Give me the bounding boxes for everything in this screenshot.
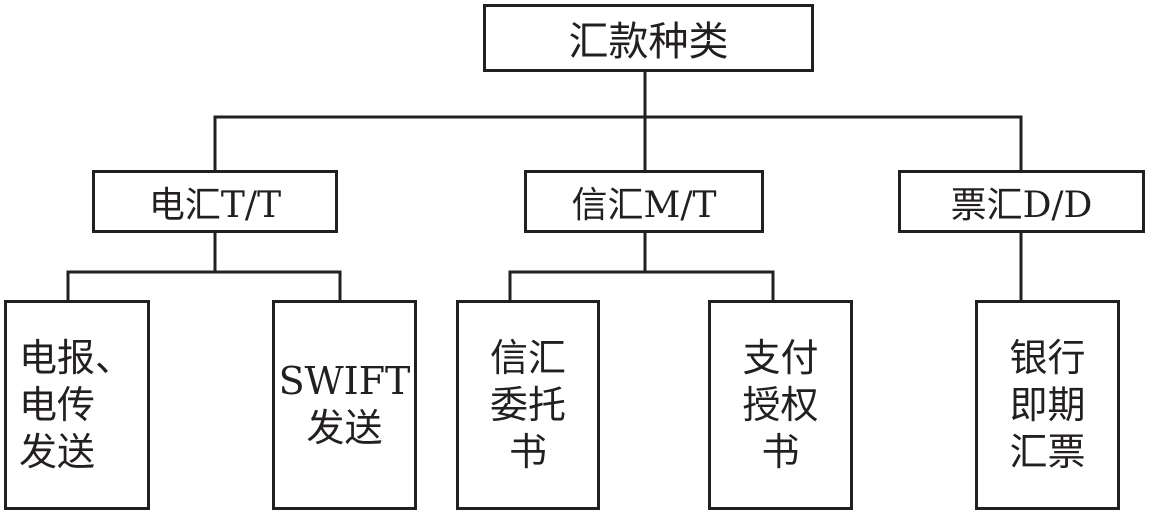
- leaf-label: 银行 即期 汇票: [1009, 335, 1086, 474]
- category-label: 电汇T/T: [148, 184, 282, 226]
- leaf-label: SWIFT 发送: [278, 359, 411, 450]
- leaf-node-swift: SWIFT 发送: [272, 300, 417, 510]
- leaf-node-payment-authorization: 支付 授权 书: [708, 300, 853, 510]
- category-node-dd: 票汇D/D: [898, 170, 1145, 233]
- category-node-mt: 信汇M/T: [524, 170, 764, 233]
- leaf-node-telegram: 电报、 电传 发送: [4, 300, 150, 510]
- category-label: 信汇M/T: [571, 184, 717, 226]
- root-label: 汇款种类: [568, 19, 729, 65]
- category-node-tt: 电汇T/T: [92, 170, 338, 233]
- leaf-node-mail-order: 信汇 委托 书: [456, 300, 600, 510]
- leaf-label: 支付 授权 书: [742, 335, 819, 474]
- root-node: 汇款种类: [483, 4, 814, 72]
- leaf-node-bank-draft: 银行 即期 汇票: [975, 300, 1120, 510]
- category-label: 票汇D/D: [950, 184, 1093, 226]
- leaf-label: 电报、 电传 发送: [19, 335, 134, 474]
- leaf-label: 信汇 委托 书: [489, 335, 566, 474]
